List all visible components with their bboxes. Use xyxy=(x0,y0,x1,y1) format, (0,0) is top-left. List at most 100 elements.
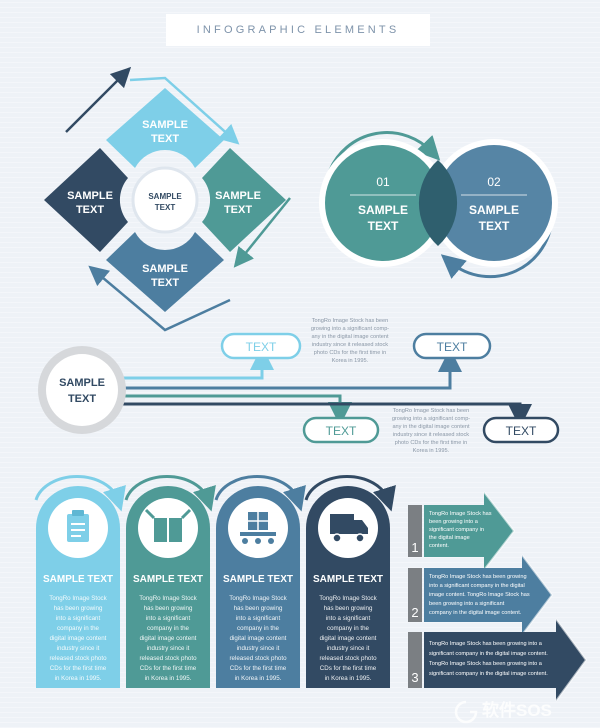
venn-overlap xyxy=(418,160,458,246)
venn-right-circle xyxy=(436,145,552,261)
diamond-arrow-teal xyxy=(233,197,291,268)
card-1-body-line: digital image content xyxy=(50,635,107,642)
flow-paragraph-bottom-line: Korea in 1995. xyxy=(413,448,450,454)
diamond-petal-left xyxy=(44,148,128,252)
flow-line-steel xyxy=(120,348,462,390)
diamond-petal-right xyxy=(202,148,286,252)
card-4-body-line: CDs for the first time xyxy=(320,665,377,672)
diamond-arrow-light xyxy=(129,76,240,145)
step-1-text-line: been growing into a xyxy=(429,519,479,525)
step-3-text-line: TongRo Image Stock has been growing into… xyxy=(429,641,543,647)
step-2-arrow-outline xyxy=(521,554,554,636)
diamond-left-line2: TEXT xyxy=(76,204,104,216)
card-3-body-line: CDs for the first time xyxy=(230,665,287,672)
flow-paragraph-top-line: any in the digital image content xyxy=(311,334,389,340)
card-2-title: SAMPLE TEXT xyxy=(133,574,203,585)
truck-icon xyxy=(330,514,368,543)
flow-tag-1 xyxy=(220,332,302,360)
flow-paragraph-bottom-line: photo CDs for the first time in xyxy=(395,440,467,446)
card-1-body-line: has been growing xyxy=(54,605,103,612)
step-1-arrow-outline xyxy=(483,491,516,571)
flow-diagram: SAMPLE TEXT TEXT TEXT TEXT TEXT TongRo I… xyxy=(38,318,560,454)
step-3-number-bar xyxy=(408,632,422,688)
diamond-left-line1: SAMPLE xyxy=(67,190,113,202)
flow-paragraph-top-line: TongRo Image Stock has been xyxy=(312,318,389,324)
diamond-center-circle xyxy=(131,166,199,234)
card-arc-2 xyxy=(124,475,216,512)
card-3-body-line: industry since it xyxy=(237,645,280,652)
card-2-body-line: TongRo Image Stock xyxy=(139,595,197,602)
step-2-text-line: image content. TongRo Image Stock has xyxy=(429,592,530,598)
card-2-body-line: digital image content xyxy=(140,635,197,642)
diamond-center-line1: SAMPLE xyxy=(148,192,182,201)
flow-tag-1-label: TEXT xyxy=(246,340,277,354)
diamond-arrow-navy xyxy=(65,66,132,133)
flow-line-light xyxy=(120,346,274,380)
flow-paragraph-bottom-line: industry since it released stock xyxy=(393,432,469,438)
flow-origin-line2: TEXT xyxy=(68,393,96,405)
venn-right-number: 02 xyxy=(487,175,501,189)
step-1-arrow xyxy=(424,492,514,570)
card-1-body-line: in Korea in 1995. xyxy=(55,675,102,682)
step-2-text-line: been growing into a significant xyxy=(429,601,505,607)
card-1-body-line: into a significant xyxy=(56,615,101,622)
card-2-body-line: has been growing xyxy=(144,605,193,612)
step-1-text-line: TongRo Image Stock has xyxy=(429,511,492,517)
card-3-body-line: TongRo Image Stock xyxy=(229,595,287,602)
card-4-body-line: into a significant xyxy=(326,615,371,622)
flow-tag-3-label: TEXT xyxy=(326,424,357,438)
card-3-body-line: company in the xyxy=(237,625,280,632)
diamond-diagram: SAMPLE TEXT SAMPLE TEXT SAMPLE TEXT SAMP… xyxy=(44,66,291,332)
card-row: SAMPLE TEXT SAMPLE TEXT SAMPLE TEXT SAMP… xyxy=(34,475,396,688)
card-4-body-line: TongRo Image Stock xyxy=(319,595,377,602)
card-4-body-line: company in the xyxy=(327,625,370,632)
step-3-arrow xyxy=(424,619,586,701)
flow-line-navy xyxy=(120,402,532,428)
card-1-body-line: company in the xyxy=(57,625,100,632)
card-2-body-line: CDs for the first time xyxy=(140,665,197,672)
card-arc-1 xyxy=(34,475,126,512)
flow-paragraph-bottom-line: TongRo Image Stock has been xyxy=(393,408,470,414)
flow-paragraph-top-line: Korea in 1995. xyxy=(332,358,369,364)
watermark-logo-icon xyxy=(454,700,478,724)
card-2-body-line: in Korea in 1995. xyxy=(145,675,192,682)
venn-left-label-line1: SAMPLE xyxy=(358,203,408,217)
step-3-number: 3 xyxy=(411,670,418,685)
venn-left-label-line2: TEXT xyxy=(368,219,399,233)
card-3-body-line: digital image content xyxy=(230,635,287,642)
step-1-text-line: the digital image xyxy=(429,535,470,541)
flow-paragraph-bottom-line: any in the digital image content xyxy=(392,424,470,430)
diamond-arrow-steel xyxy=(88,265,231,332)
step-1-text-line: content. xyxy=(429,543,449,549)
card-2-body-line: company in the xyxy=(147,625,190,632)
card-2-body-line: released stock photo xyxy=(139,655,197,662)
flow-tag-2-label: TEXT xyxy=(437,340,468,354)
watermark-text: 软件SOS xyxy=(482,700,552,720)
card-4-body-line: in Korea in 1995. xyxy=(325,675,372,682)
card-3-body-line: in Korea in 1995. xyxy=(235,675,282,682)
step-2-text-line: into a significant company in the digita… xyxy=(429,583,525,589)
step-2-number: 2 xyxy=(411,605,418,620)
diamond-bottom-line2: TEXT xyxy=(151,277,179,289)
step-1-text-line: significant company in xyxy=(429,527,484,533)
card-1-body-line: CDs for the first time xyxy=(50,665,107,672)
card-4-body-line: industry since it xyxy=(327,645,370,652)
flow-origin-line1: SAMPLE xyxy=(59,377,105,389)
diamond-right-line2: TEXT xyxy=(224,204,252,216)
card-4-title: SAMPLE TEXT xyxy=(313,574,383,585)
diamond-top-line2: TEXT xyxy=(151,133,179,145)
venn-left-number: 01 xyxy=(376,175,390,189)
flow-paragraph-top-line: industry since it released stock xyxy=(312,342,388,348)
card-2-body-line: into a significant xyxy=(146,615,191,622)
flow-paragraph-top-line: growing into a significant comp- xyxy=(311,326,389,332)
page-title: INFOGRAPHIC ELEMENTS xyxy=(166,14,430,46)
step-list: 1 TongRo Image Stock has been growing in… xyxy=(408,491,588,702)
diamond-petal-top xyxy=(106,88,224,168)
flow-tag-4-label: TEXT xyxy=(506,424,537,438)
clipboard-icon xyxy=(67,510,89,542)
watermark: 软件SOS xyxy=(454,700,552,724)
card-1-body-line: TongRo Image Stock xyxy=(49,595,107,602)
card-3-body-line: has been growing xyxy=(234,605,283,612)
card-2-body-line: industry since it xyxy=(147,645,190,652)
